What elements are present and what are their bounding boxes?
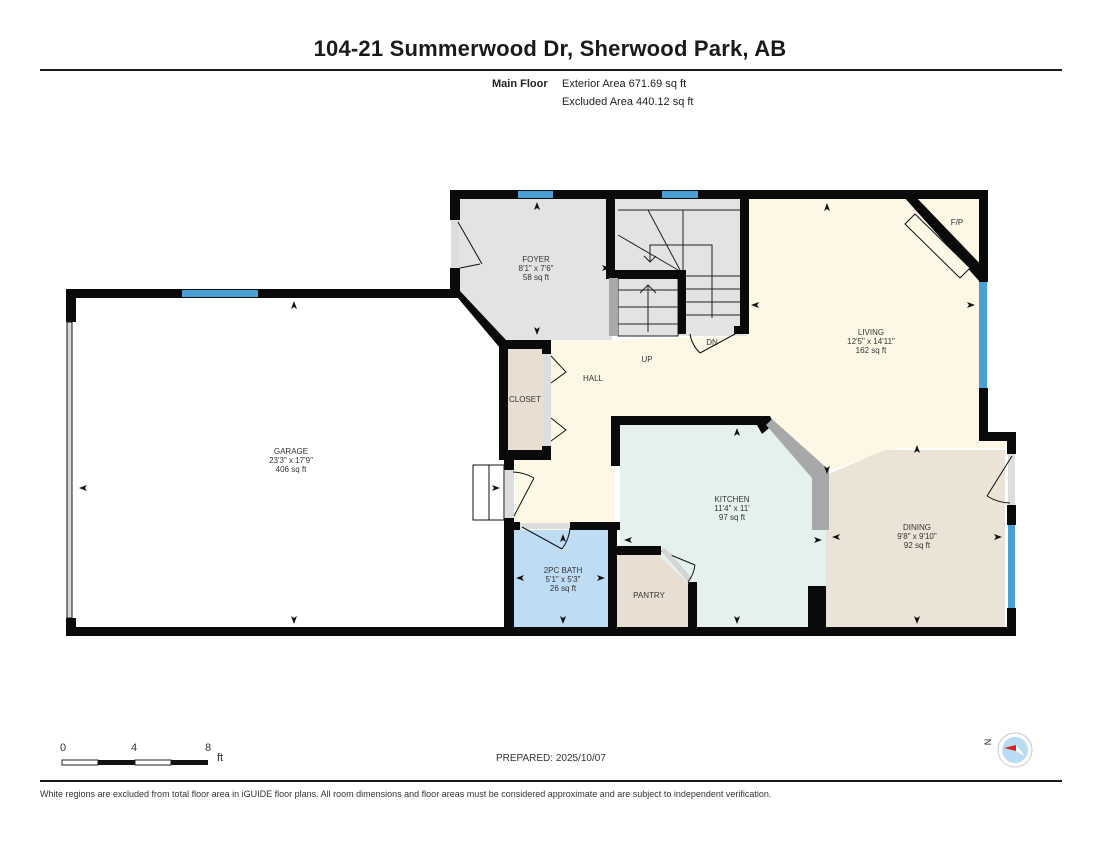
windows (182, 191, 1015, 608)
footer-divider (40, 780, 1062, 782)
closet-floor (507, 347, 545, 452)
room-labels: FOYER 8'1" x 7'6" 58 sq ft LIVING 12'5" … (269, 218, 963, 600)
bath-name: 2PC BATH (544, 566, 583, 575)
dining-floor (826, 450, 1005, 628)
half-walls (609, 278, 829, 530)
exterior-area: Exterior Area 671.69 sq ft (562, 78, 687, 90)
foyer-dims: 8'1" x 7'6" (519, 264, 554, 273)
hall-name: HALL (583, 374, 604, 383)
fireplace-label: F/P (951, 218, 963, 227)
bath-area: 26 sq ft (550, 584, 577, 593)
dining-area: 92 sq ft (904, 541, 931, 550)
stairs-up-label: UP (641, 355, 652, 364)
window-dining (1008, 525, 1015, 608)
prepared-date: PREPARED: 2025/10/07 (496, 753, 606, 764)
window-garage (182, 290, 258, 297)
scale-tick-0: 0 (60, 742, 67, 754)
dining-name: DINING (903, 523, 931, 532)
pantry-floor (615, 552, 690, 628)
garage-name: GARAGE (274, 447, 308, 456)
living-hall-floor (515, 196, 1010, 530)
walls (66, 190, 1016, 636)
scale-unit: ft (217, 752, 224, 764)
closet-name: CLOSET (509, 395, 541, 404)
kitchen-dims: 11'4" x 11' (714, 504, 750, 513)
living-name: LIVING (858, 328, 884, 337)
garage-dims: 23'3" x 17'9" (269, 456, 313, 465)
pantry-name: PANTRY (633, 591, 665, 600)
foyer-name: FOYER (522, 255, 550, 264)
foyer-floor (458, 196, 612, 340)
dining-dims: 9'8" x 9'10" (897, 532, 937, 541)
scale-tick-4: 4 (131, 742, 138, 754)
scale-bar-graphic (61, 759, 208, 766)
title-divider (40, 69, 1062, 71)
staircase (617, 209, 740, 337)
window-living (979, 282, 987, 388)
floor-label: Main Floor (492, 78, 548, 90)
compass-north-label: N (982, 738, 993, 746)
excluded-area: Excluded Area 440.12 sq ft (562, 96, 694, 108)
living-area: 162 sq ft (856, 346, 887, 355)
kitchen-area: 97 sq ft (719, 513, 746, 522)
window-foyer (518, 191, 553, 198)
fireplace (904, 213, 971, 279)
disclaimer: White regions are excluded from total fl… (40, 789, 772, 799)
garage-door (66, 321, 73, 619)
living-dims: 12'5" x 14'11" (847, 337, 895, 346)
dimension-markers (79, 202, 1002, 624)
scale-tick-8: 8 (205, 742, 212, 754)
garage-area: 406 sq ft (276, 465, 307, 474)
stairs-down-label: DN (706, 338, 718, 347)
compass-icon (997, 732, 1033, 768)
foyer-area: 58 sq ft (523, 273, 550, 282)
kitchen-name: KITCHEN (714, 495, 749, 504)
page-title: 104-21 Summerwood Dr, Sherwood Park, AB (313, 36, 787, 61)
garage-step (472, 464, 505, 521)
bath-floor (513, 530, 611, 628)
bath-dims: 5'1" x 5'3" (546, 575, 581, 584)
doors (451, 220, 1015, 583)
garage-floor (72, 294, 507, 628)
window-stairs (662, 191, 698, 198)
